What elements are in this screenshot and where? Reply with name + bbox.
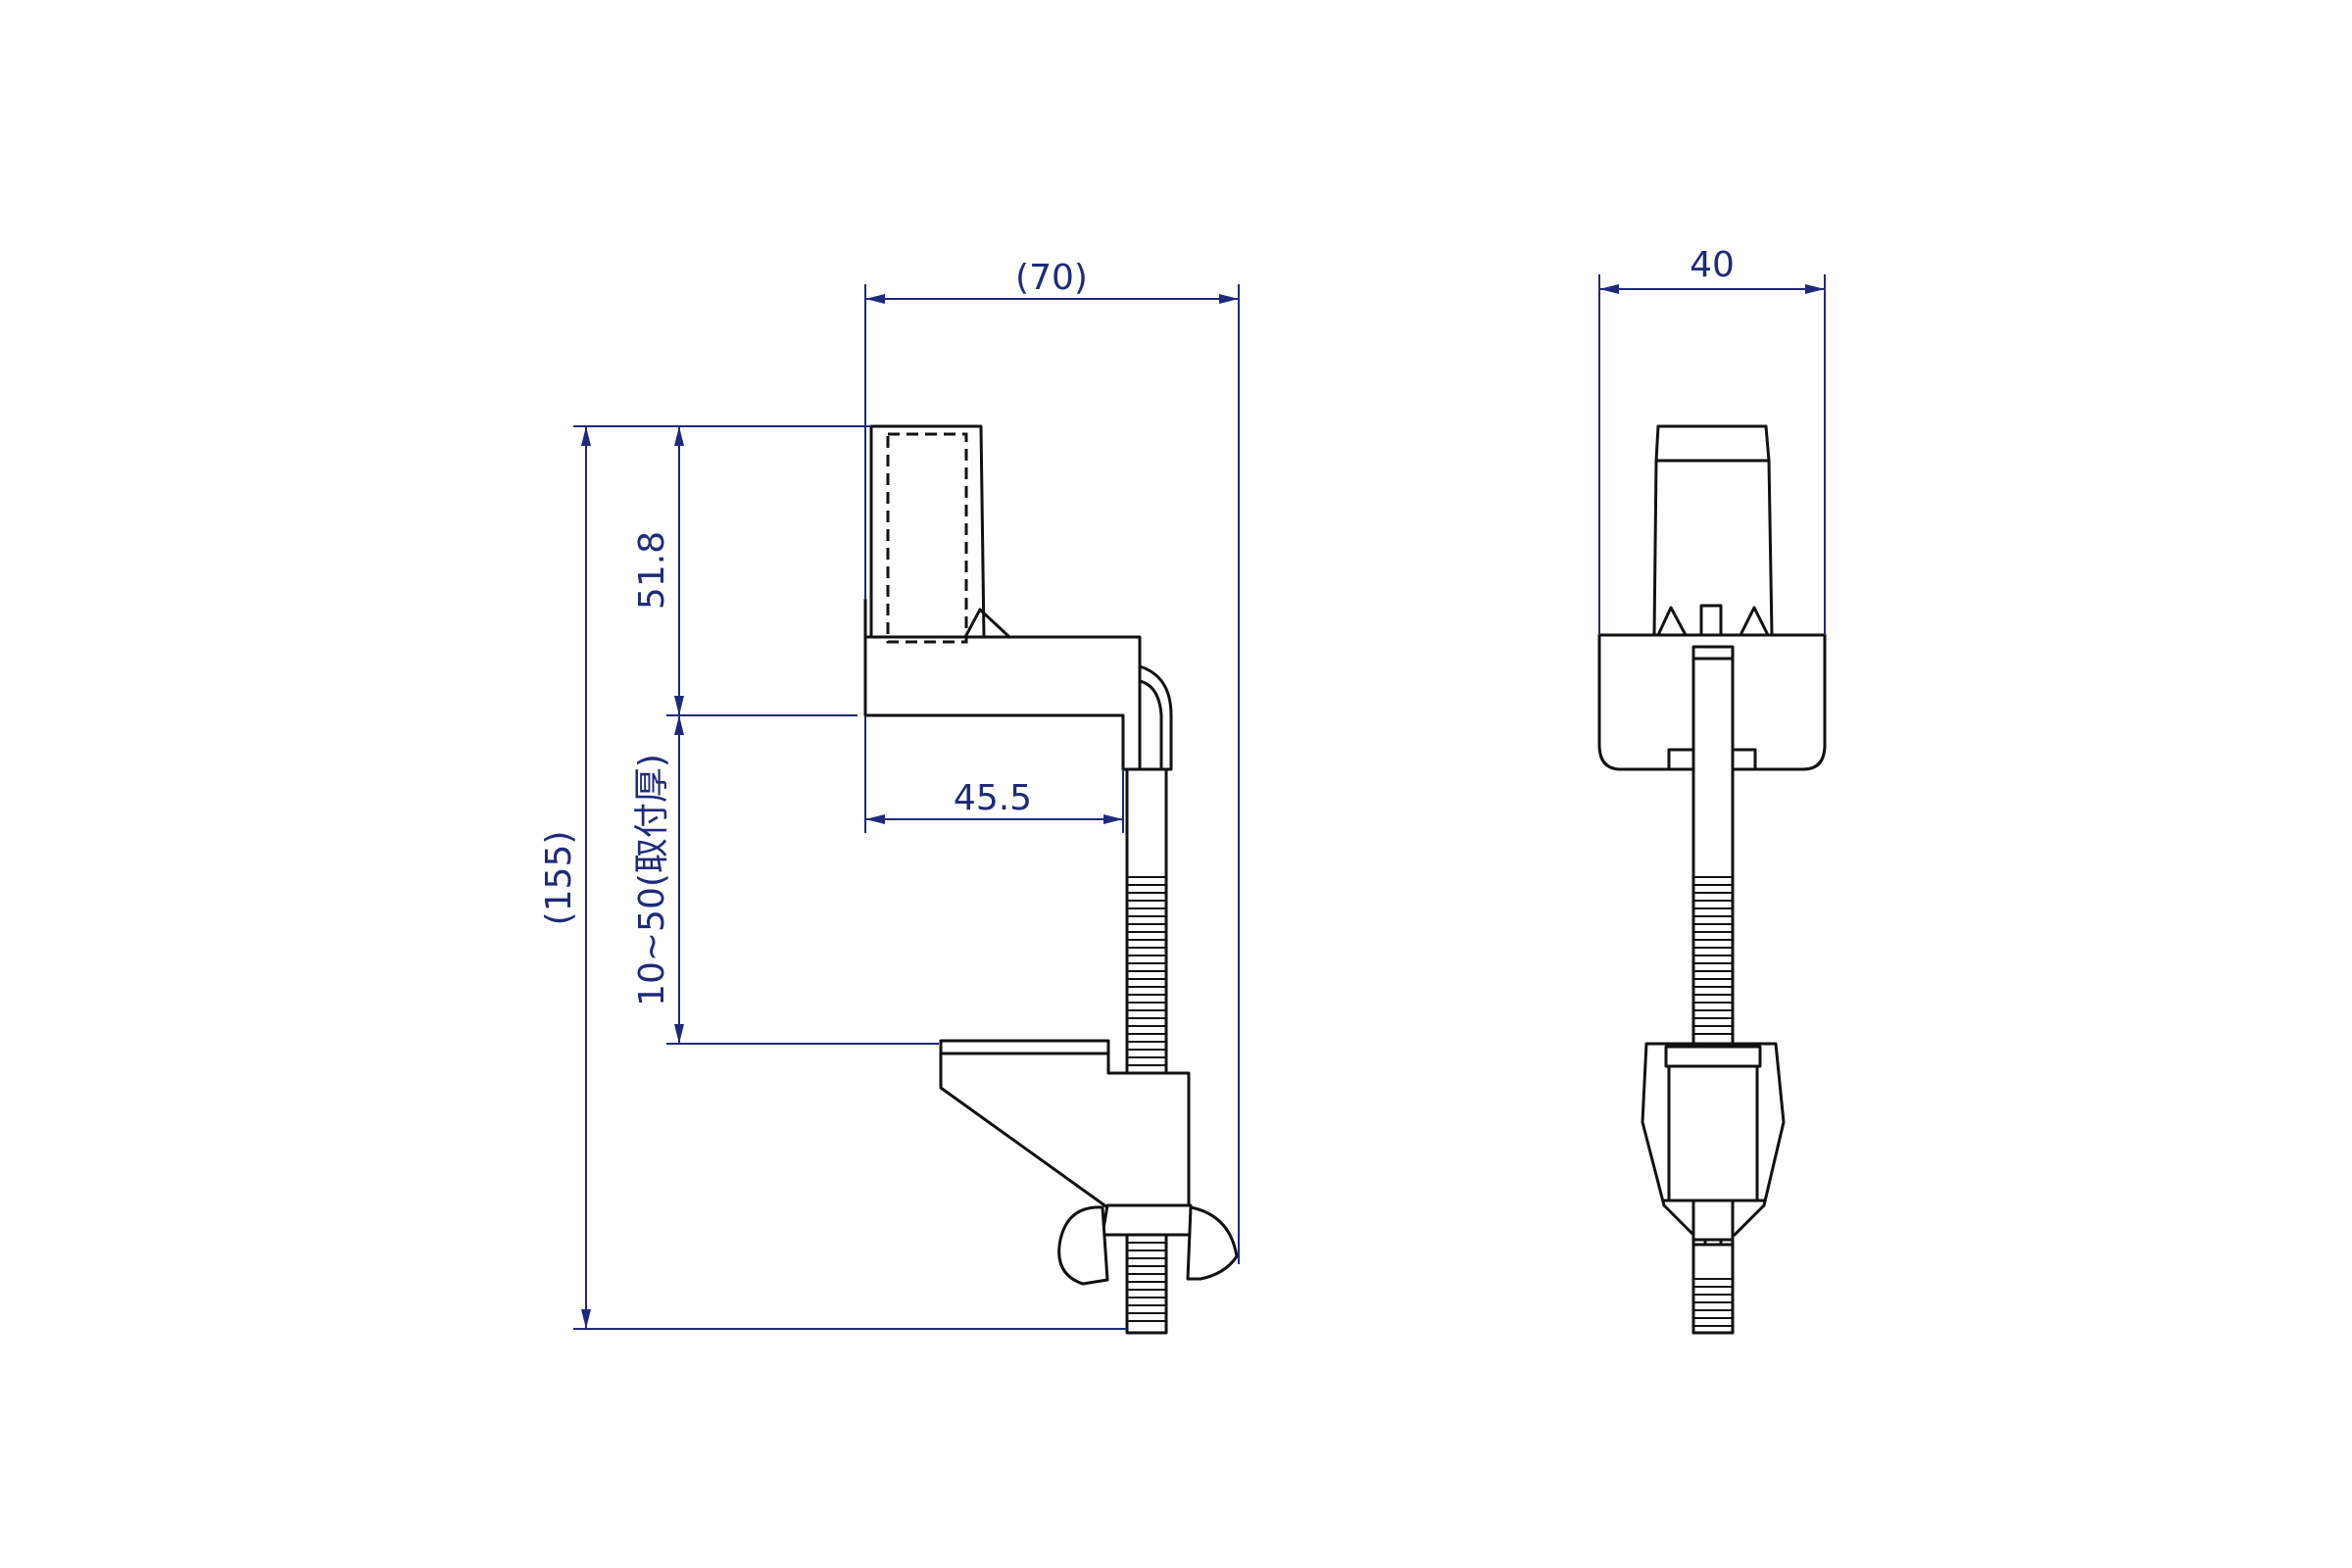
- thread-lines-front-upper: [1127, 876, 1166, 1066]
- thread-lines-front-lower: [1127, 1242, 1166, 1322]
- thread-lines-side-lower: [1693, 1278, 1733, 1327]
- thread-lines-side: [1693, 876, 1733, 1035]
- dim-clamp-range: 10~50(取付厚): [632, 754, 672, 1006]
- dim-top-height: 51.8: [632, 531, 672, 610]
- dim-overall-height: (155): [539, 831, 579, 926]
- dim-side-width: 40: [1690, 245, 1735, 285]
- dimensions: (70) 40 (155) 51.8 10~50(取付厚) 45.5: [539, 245, 1826, 1330]
- dim-throat-depth: 45.5: [954, 778, 1032, 818]
- dim-clamp-range-note: 取付厚: [632, 767, 672, 873]
- side-view: [1597, 424, 1827, 1335]
- front-view: [863, 424, 1239, 1335]
- dim-overall-width: (70): [1015, 258, 1088, 298]
